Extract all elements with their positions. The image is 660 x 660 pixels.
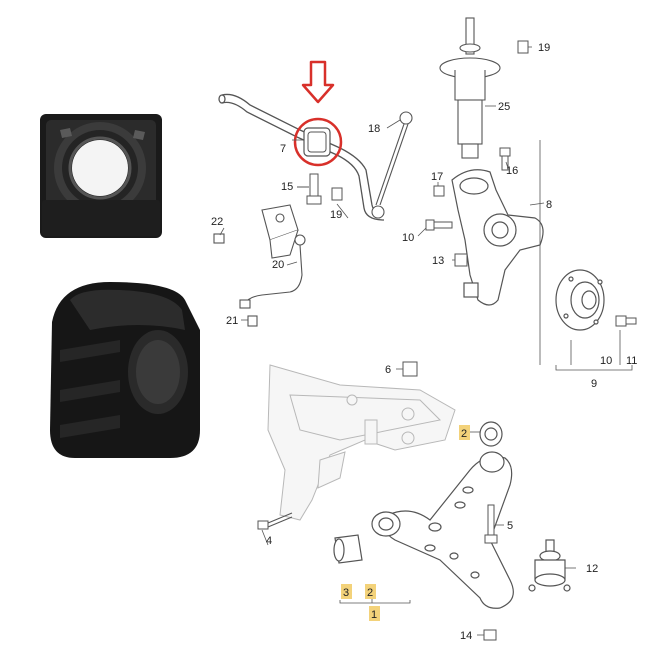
callout-13: 13 [432, 255, 444, 267]
callout-9: 9 [591, 378, 597, 390]
bushing-3-front [333, 534, 363, 564]
bushing-photo-end-view [40, 114, 162, 238]
callout-15: 15 [281, 181, 293, 193]
bolt-4 [257, 512, 293, 530]
callout-10-hub: 10 [600, 355, 612, 367]
callout-8: 8 [546, 199, 552, 211]
leader-lines [219, 46, 633, 636]
highlight-2-rear-bg [459, 425, 470, 440]
shock-absorber-25 [439, 17, 501, 159]
callout-16: 16 [506, 165, 518, 177]
callout-22: 22 [211, 216, 223, 228]
subframe [267, 364, 456, 521]
callout-6: 6 [385, 364, 391, 376]
callout-12: 12 [586, 563, 598, 575]
coupling-rod-18 [371, 111, 413, 219]
bolt-10 [425, 219, 453, 231]
callout-7: 7 [280, 143, 286, 155]
callout-5: 5 [507, 520, 513, 532]
callout-17: 17 [431, 171, 443, 183]
callout-11: 11 [626, 355, 637, 367]
callout-25: 25 [498, 101, 510, 113]
bolt-5 [484, 504, 498, 544]
ball-joint-12 [528, 539, 571, 592]
callout-14: 14 [460, 630, 472, 642]
bushing-2-rear [479, 421, 503, 447]
nut-13 [454, 253, 468, 267]
callout-labels: 7 15 19 18 19 25 16 17 8 10 13 22 20 21 … [211, 42, 637, 642]
highlight-3-bg [341, 584, 352, 599]
bolt-15 [306, 173, 322, 205]
control-arm-1 [371, 451, 514, 609]
callout-4: 4 [266, 535, 272, 547]
highlight-2-arm-bg [365, 584, 376, 599]
nut-14 [483, 629, 497, 641]
callout-19-lower: 19 [330, 209, 342, 221]
callout-3: 3 [343, 587, 349, 599]
wheel-hub-9 [555, 269, 605, 331]
down-arrow-icon [301, 60, 335, 104]
callout-1: 1 [371, 609, 377, 621]
wheel-bearing-housing-8 [451, 169, 544, 306]
callout-2-rear: 2 [461, 428, 467, 440]
nut-19-top [517, 40, 529, 54]
callout-2-arm: 2 [367, 587, 373, 599]
callout-21: 21 [226, 315, 238, 327]
bolt-11 [615, 315, 637, 327]
level-sensor-bracket [213, 204, 306, 327]
highlight-1-bg [369, 606, 380, 621]
bolt-16 [499, 147, 511, 171]
stabilizer-bushing-on-bar [303, 127, 331, 157]
callout-18: 18 [368, 123, 380, 135]
bolt-17 [433, 185, 445, 197]
callout-10-knuckle: 10 [402, 232, 414, 244]
highlight-circle-icon [293, 117, 343, 167]
bushing-photo-angled-view [50, 282, 200, 458]
nut-6 [402, 361, 418, 377]
nut-19-lower [331, 187, 343, 201]
callout-20: 20 [272, 259, 284, 271]
callout-19-top: 19 [538, 42, 550, 54]
